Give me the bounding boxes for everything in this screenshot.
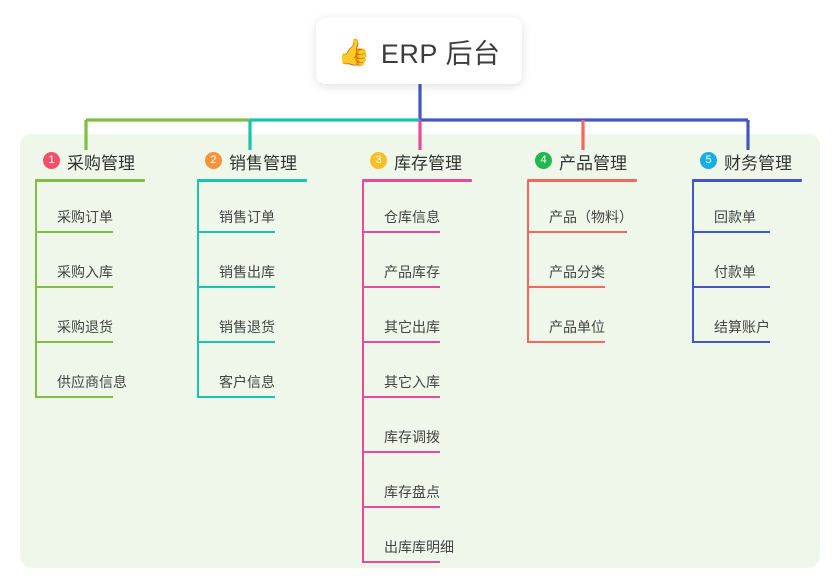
column-badge-2: 2 [205,152,222,169]
column-badge-3: 3 [370,152,387,169]
leaf-label: 仓库信息 [384,209,440,225]
column-spine-1 [35,181,37,396]
column-spine-4 [527,181,529,341]
leaf-label: 供应商信息 [57,374,127,390]
root-node[interactable]: 👍 ERP 后台 [316,18,522,84]
leaf-label: 产品库存 [384,264,440,280]
column-title-2: 销售管理 [229,154,297,173]
column-spine-5 [692,181,694,341]
column-spine-2 [197,181,199,396]
leaf-label: 采购入库 [57,264,113,280]
leaf-label: 其它入库 [384,374,440,390]
column-title-4: 产品管理 [559,154,627,173]
column-badge-5: 5 [700,152,717,169]
column-badge-4: 4 [535,152,552,169]
leaf-rule [362,506,440,508]
column-title-1: 采购管理 [67,154,135,173]
leaf-label: 采购退货 [57,319,113,335]
leaf-label: 销售订单 [219,209,275,225]
column-title-5: 财务管理 [724,154,792,173]
leaf-label: 产品（物料） [549,209,633,225]
root-title: ERP 后台 [380,38,501,69]
leaf-label: 产品分类 [549,264,605,280]
leaf-rule [197,341,275,343]
leaf-label: 出库库明细 [384,539,454,555]
leaf-rule [527,341,605,343]
leaf-label: 客户信息 [219,374,275,390]
leaf-rule [362,231,440,233]
leaf-label: 结算账户 [714,319,770,335]
column-rule-1 [35,179,145,182]
leaf-label: 其它出库 [384,319,440,335]
column-rule-4 [527,179,637,182]
column-spine-3 [362,181,364,561]
leaf-rule [197,396,275,398]
leaf-label: 回款单 [714,209,756,225]
column-title-3: 库存管理 [394,154,462,173]
leaf-rule [35,231,113,233]
leaf-rule [692,286,770,288]
thumbs-up-icon: 👍 [337,37,370,67]
leaf-rule [362,286,440,288]
column-rule-5 [692,179,802,182]
leaf-label: 销售退货 [219,319,275,335]
leaf-rule [362,451,440,453]
leaf-rule [527,286,605,288]
leaf-rule [692,341,770,343]
leaf-rule [35,396,113,398]
leaf-label: 库存调拨 [384,429,440,445]
column-badge-1: 1 [43,152,60,169]
leaf-label: 销售出库 [219,264,275,280]
content-panel [20,134,820,568]
leaf-rule [362,341,440,343]
leaf-rule [197,286,275,288]
leaf-label: 库存盘点 [384,484,440,500]
leaf-rule [197,231,275,233]
leaf-rule [692,231,770,233]
leaf-rule [362,561,440,563]
leaf-rule [35,286,113,288]
leaf-rule [527,231,627,233]
leaf-label: 产品单位 [549,319,605,335]
leaf-label: 付款单 [714,264,756,280]
leaf-rule [362,396,440,398]
leaf-rule [35,341,113,343]
leaf-label: 采购订单 [57,209,113,225]
column-rule-2 [197,179,307,182]
column-rule-3 [362,179,472,182]
